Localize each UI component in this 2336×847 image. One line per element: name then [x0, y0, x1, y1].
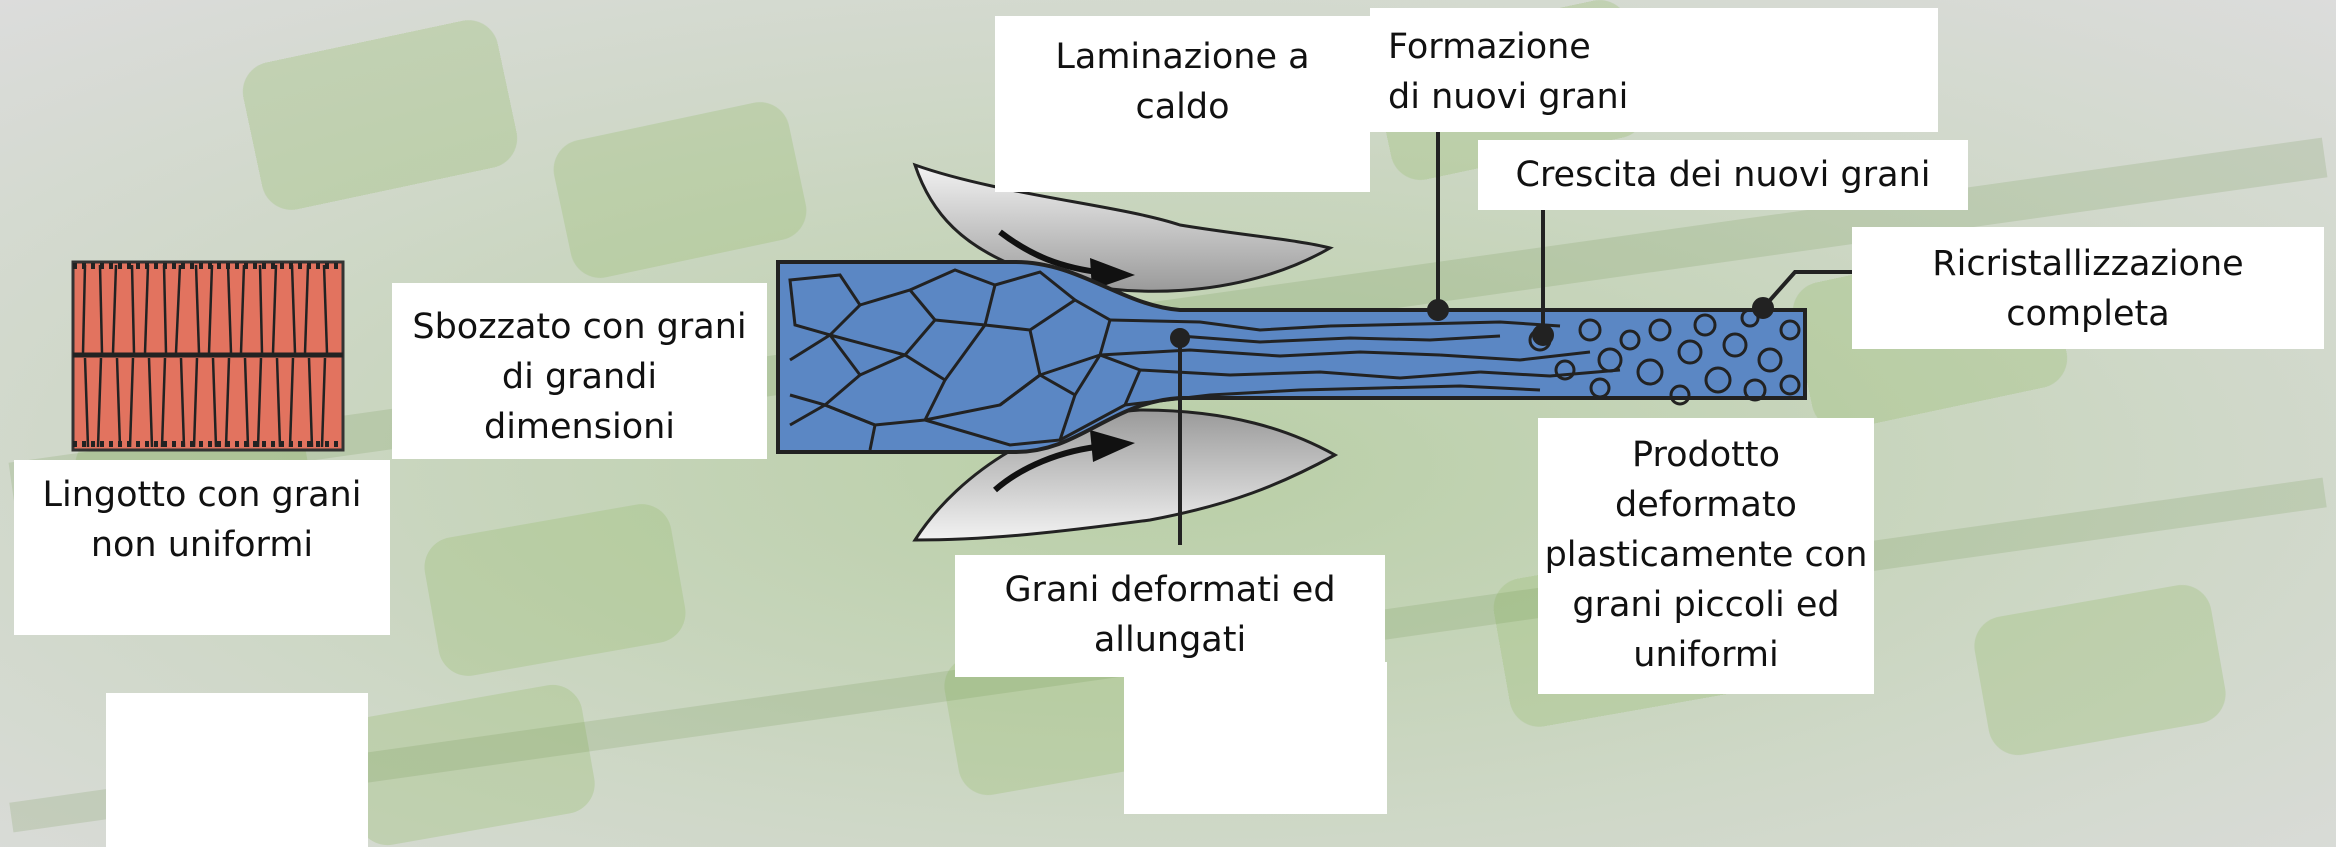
deformed-grains-label: Grani deformati ed allungati [955, 555, 1385, 677]
recrystallization-label: Ricristallizzazione completa [1852, 227, 2324, 349]
leader-recrystallization [1763, 272, 1855, 308]
ingot-drawing [73, 262, 343, 450]
hot-rolling-label: Laminazione a caldo [995, 16, 1370, 192]
ingot-label: Lingotto con grani non uniformi [14, 460, 390, 635]
product-label: Prodotto deformato plasticamente con gra… [1538, 418, 1874, 694]
blank-box-left [106, 693, 368, 847]
growth-label: Crescita dei nuovi grani [1478, 140, 1968, 210]
blank-box-center [1124, 662, 1387, 814]
new-grains-label: Formazione di nuovi grani [1370, 8, 1938, 132]
slab-label: Sbozzato con grani di grandi dimensioni [392, 283, 767, 459]
